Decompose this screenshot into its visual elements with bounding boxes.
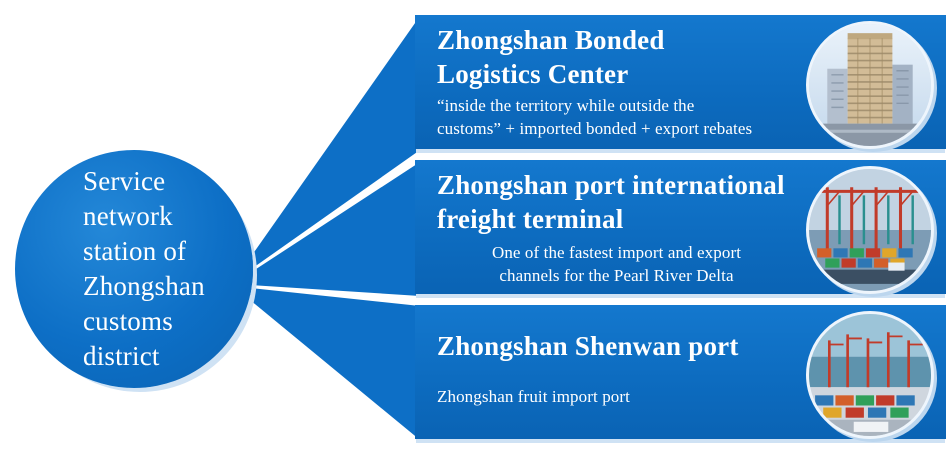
hub-circle: Service network station of Zhongshan cus… [15,150,253,388]
hub-label: Service network station of Zhongshan cus… [15,150,253,374]
panel-bonded-logistics-center: Zhongshan Bonded Logistics Center “insid… [415,15,946,149]
hub-line: station of [83,236,187,266]
freight-terminal-cranes-photo [806,166,934,294]
hub-line: Zhongshan [83,271,205,301]
panel-subtitle: One of the fastest import and export cha… [491,243,742,285]
hub-line: network [83,201,173,231]
panel-subtitle: Zhongshan fruit import port [437,387,630,406]
beam-to-panel-1 [250,16,420,270]
beam-to-panel-3 [250,288,420,440]
bonded-logistics-building-photo [806,21,934,149]
shenwan-port-photo [806,311,934,439]
panel-freight-terminal: Zhongshan port international freight ter… [415,160,946,294]
hub-line: Service [83,166,166,196]
hub-line: district [83,341,160,371]
panel-title: Zhongshan Shenwan port [437,331,739,361]
panel-shenwan-port: Zhongshan Shenwan port Zhongshan fruit i… [415,305,946,439]
hub-line: customs [83,306,173,336]
panel-title: Zhongshan port international freight ter… [437,170,785,234]
panel-subtitle: “inside the territory while outside the … [437,96,753,138]
beam-to-panel-2 [250,162,420,296]
panel-title: Zhongshan Bonded Logistics Center [437,25,665,89]
